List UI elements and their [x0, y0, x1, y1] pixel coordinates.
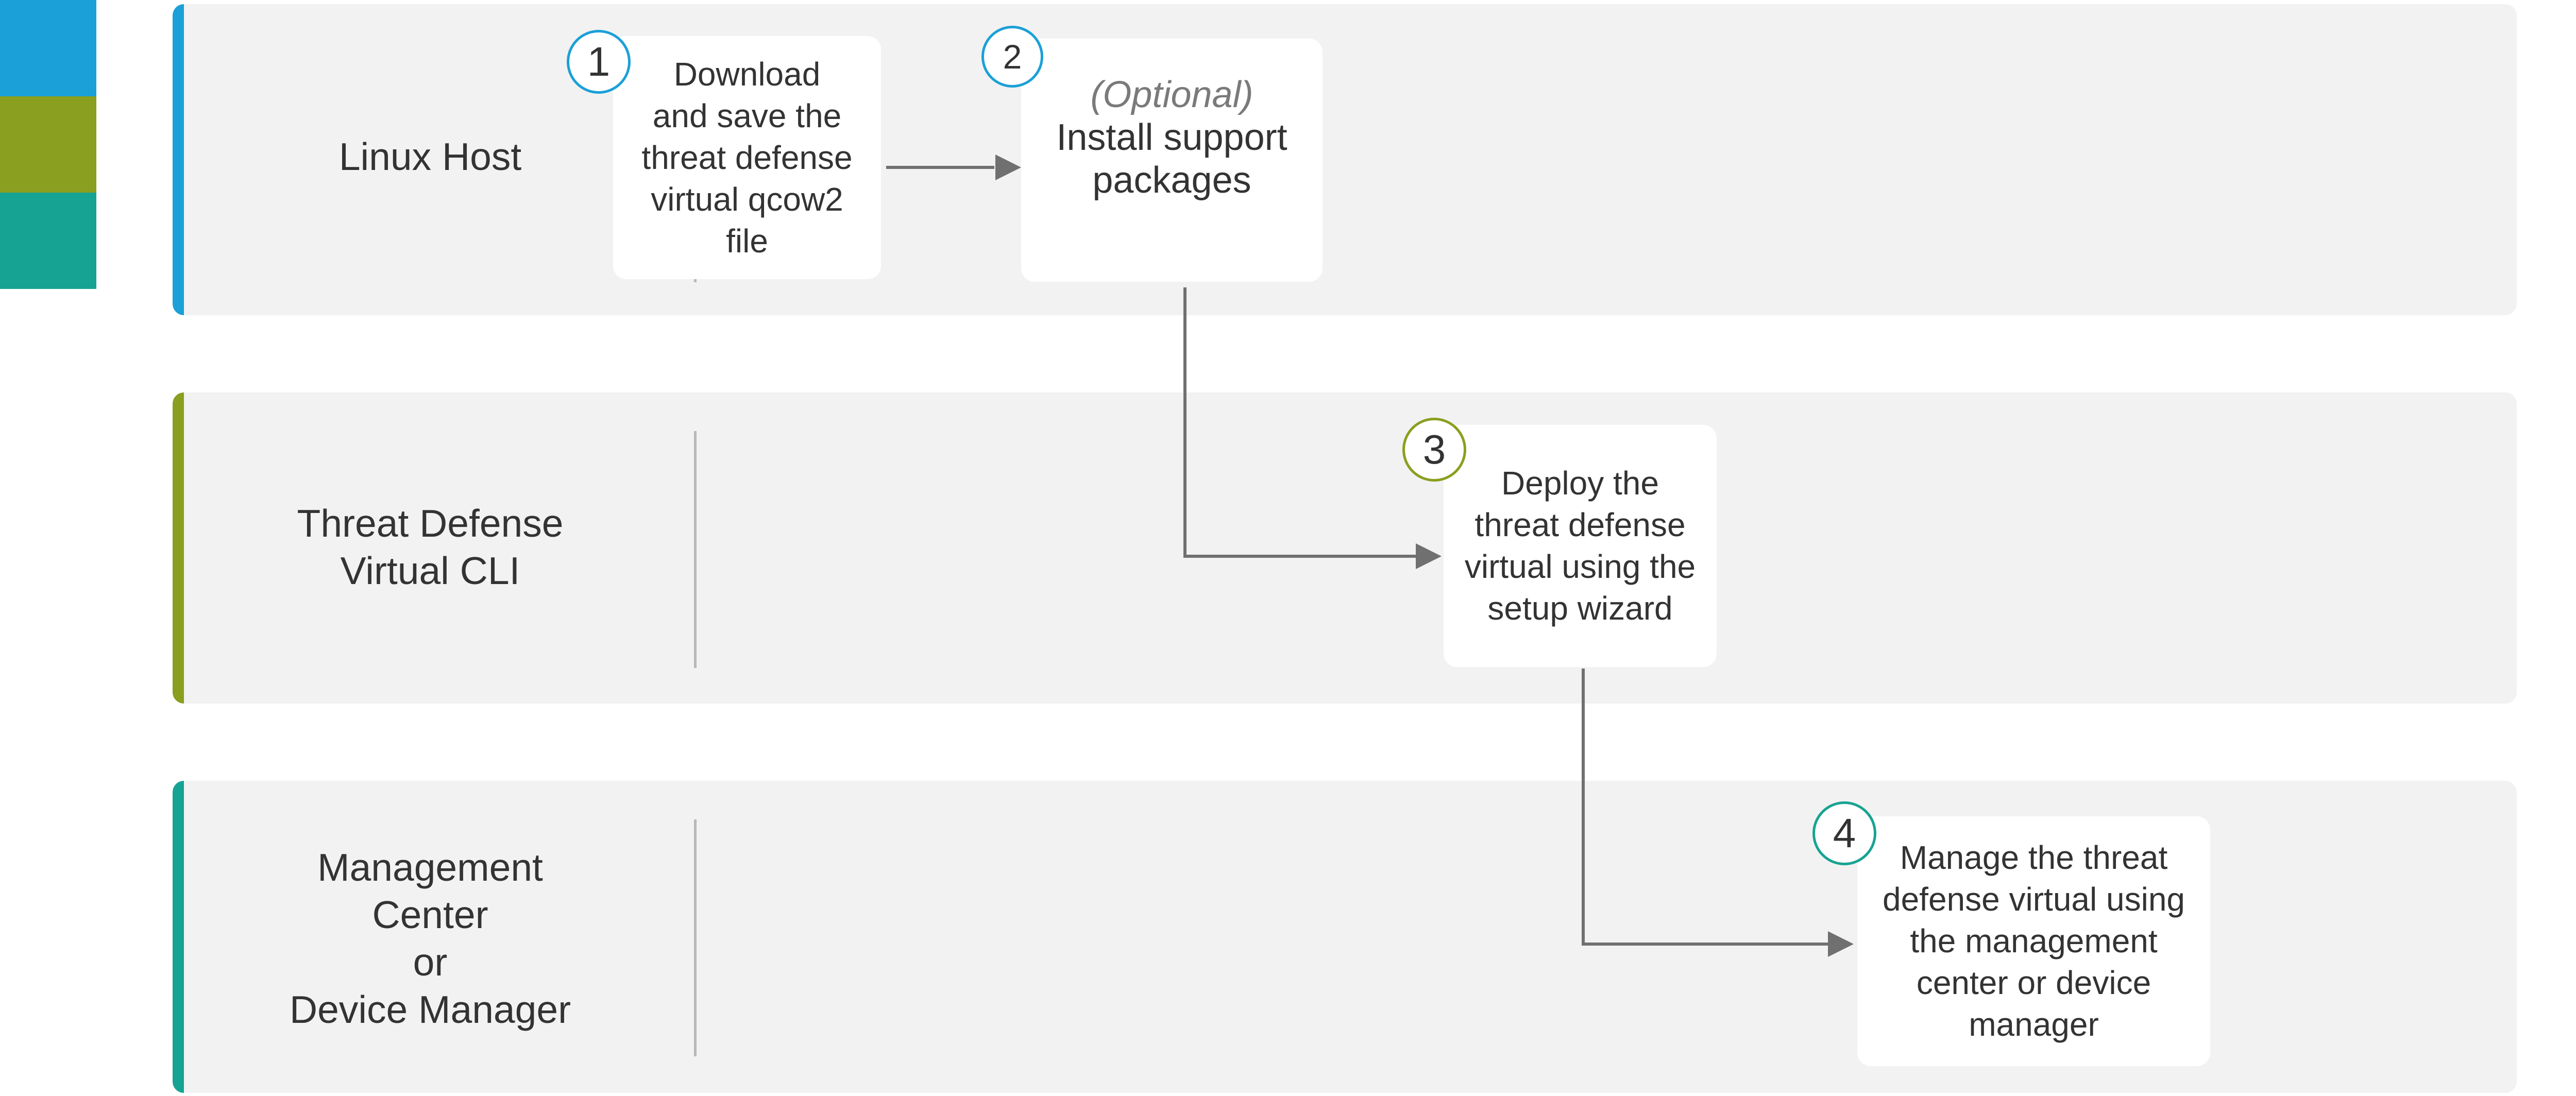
step-1-box: Download and save the threat defense vir…: [613, 36, 881, 279]
arrow-step3-to-step4: [1582, 669, 1854, 957]
legend-swatch-olive: [0, 96, 96, 193]
lane-accent-teal: [173, 781, 184, 1093]
arrow-step1-to-step2: [886, 155, 1021, 180]
step-4-box: Manage the threat defense virtual using …: [1857, 816, 2210, 1066]
lane-label-management: Management Center or Device Manager: [289, 846, 571, 1031]
lane-divider: [694, 431, 697, 668]
arrow-step2-to-step3: [1183, 287, 1442, 569]
step-3-box: Deploy the threat defense virtual using …: [1444, 425, 1717, 667]
lane-accent-blue: [173, 4, 184, 315]
step-3-number-badge: 3: [1402, 418, 1466, 482]
lane-accent-olive: [173, 392, 184, 704]
step-1-text: Download and save the threat defense vir…: [641, 55, 853, 260]
lane-label-threat-defense-cli: Threat Defense Virtual CLI: [297, 502, 564, 592]
lane-divider: [694, 819, 697, 1056]
lane-linux-host: Linux Host: [173, 4, 2517, 315]
step-4-number-badge: 4: [1812, 801, 1876, 865]
step-2-box: (Optional) Install support packages: [1021, 39, 1323, 282]
step-2-text: Install support packages: [1056, 117, 1287, 201]
step-1-number-badge: 1: [567, 30, 631, 94]
step-2-number-badge: 2: [981, 26, 1043, 88]
legend-swatch-teal: [0, 193, 96, 289]
step-3-text: Deploy the threat defense virtual using …: [1464, 465, 1696, 627]
lane-threat-defense-cli: Threat Defense Virtual CLI: [173, 392, 2517, 704]
legend-swatch-blue: [0, 0, 96, 96]
step-4-text: Manage the threat defense virtual using …: [1882, 839, 2185, 1043]
step-2-optional-label: (Optional): [1090, 74, 1253, 115]
lane-label-linux-host: Linux Host: [338, 135, 522, 178]
